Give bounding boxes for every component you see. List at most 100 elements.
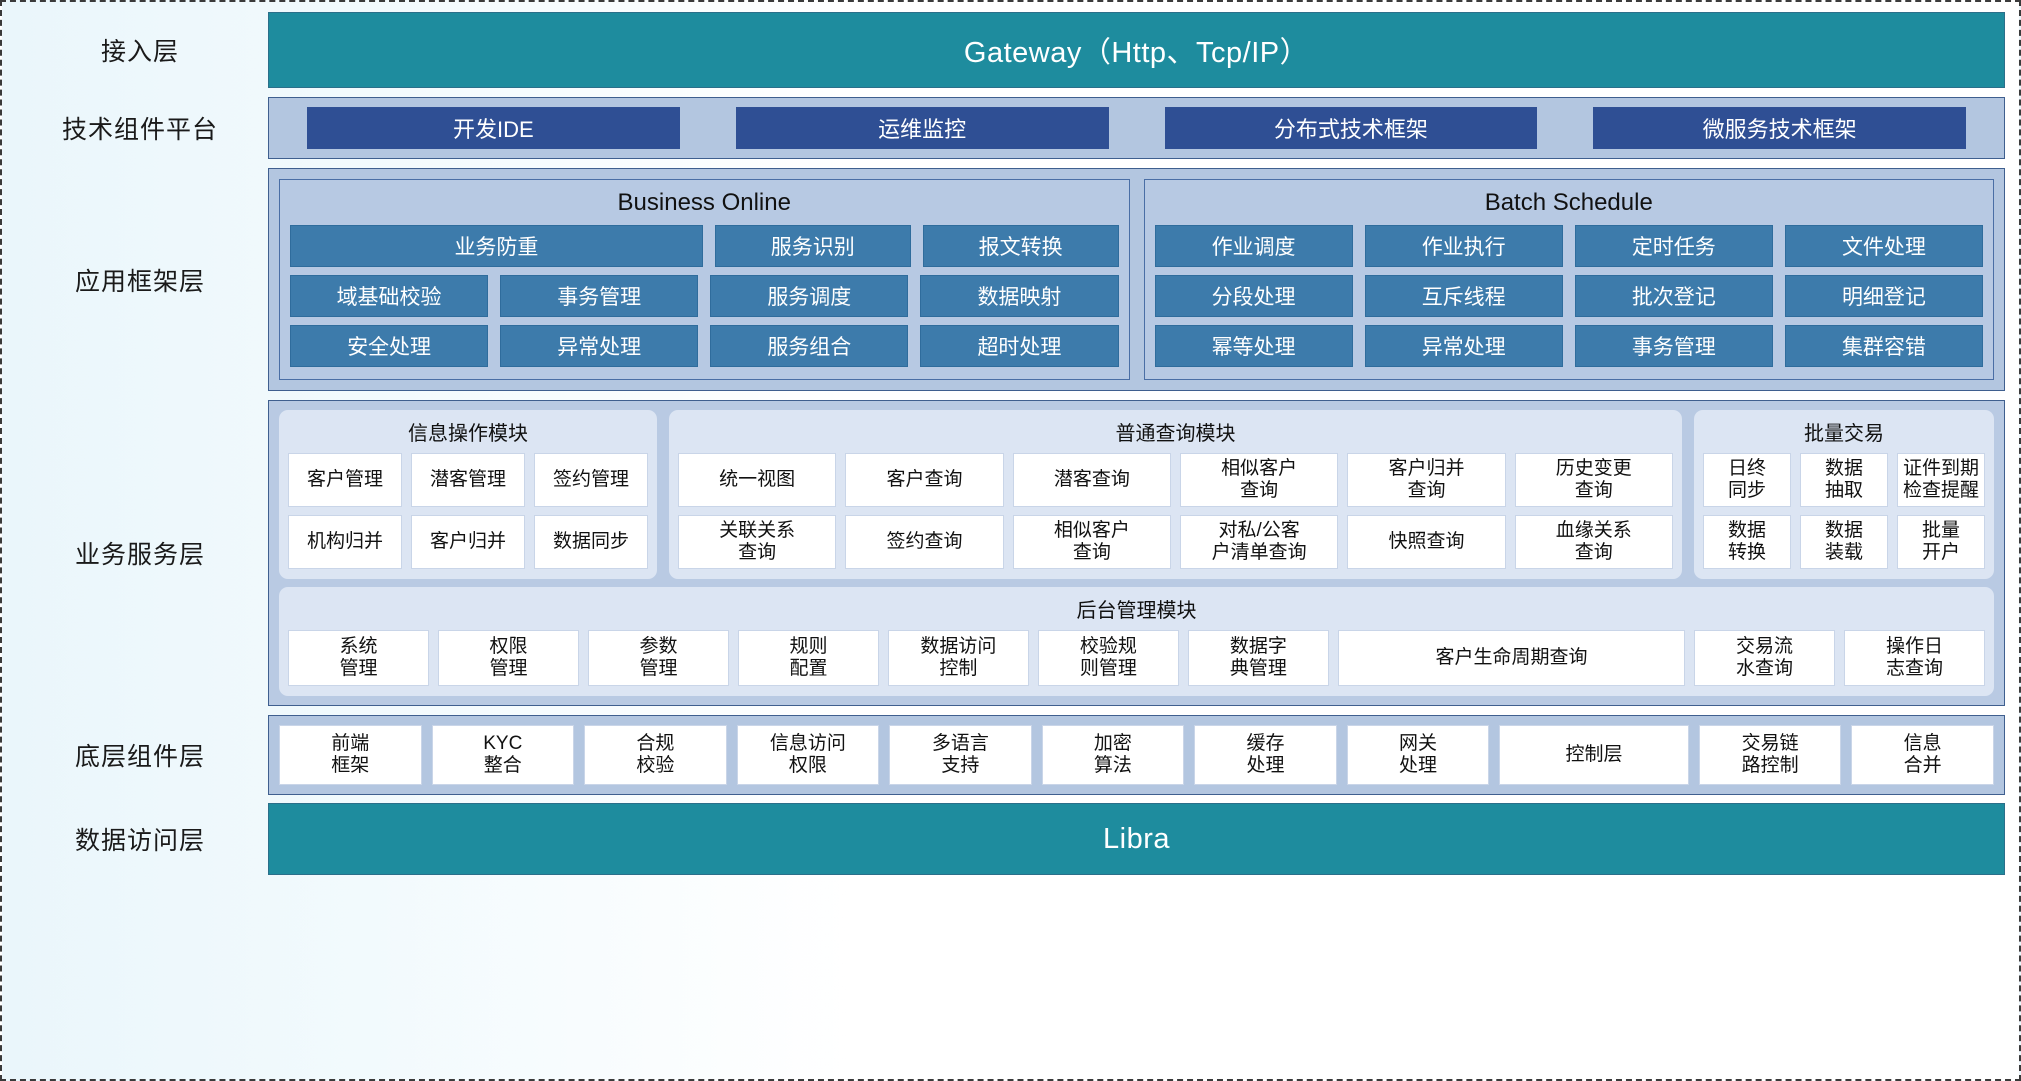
- box-customer-query[interactable]: 客户查询: [845, 453, 1004, 507]
- fw-chip-file-handling[interactable]: 文件处理: [1784, 225, 1983, 267]
- business-service-panel: 信息操作模块 客户管理 潜客管理 签约管理 机构归并 客户归并 数据同步: [268, 400, 2005, 706]
- fw-chip-business-dedup[interactable]: 业务防重: [290, 225, 703, 267]
- box-eod-sync[interactable]: 日终同步: [1703, 453, 1791, 507]
- box-data-transform[interactable]: 数据转换: [1703, 515, 1791, 569]
- box-snapshot-query[interactable]: 快照查询: [1347, 515, 1506, 569]
- fw-chip-cluster-fault-tolerance[interactable]: 集群容错: [1784, 325, 1983, 367]
- fw-chip-service-dispatch[interactable]: 服务调度: [710, 275, 909, 317]
- group-title-batch-schedule: Batch Schedule: [1484, 189, 1653, 216]
- layer-label-base-components: 底层组件层: [74, 743, 205, 771]
- app-framework-panel: Business Online 业务防重 服务识别 报文转换 域基础校验 事务管…: [268, 168, 2005, 391]
- box-system-mgmt[interactable]: 系统管理: [288, 630, 429, 686]
- box-transaction-chain-control[interactable]: 交易链路控制: [1698, 725, 1842, 785]
- fw-chip-data-mapping[interactable]: 数据映射: [920, 275, 1119, 317]
- box-multilanguage-support[interactable]: 多语言支持: [889, 725, 1032, 785]
- fw-chip-service-composition[interactable]: 服务组合: [710, 325, 909, 367]
- tech-chip-microservice[interactable]: 微服务技术框架: [1593, 107, 1966, 149]
- fw-chip-domain-validation[interactable]: 域基础校验: [290, 275, 489, 317]
- fw-chip-security-handling[interactable]: 安全处理: [290, 325, 489, 367]
- fw-chip-batch-transaction[interactable]: 事务管理: [1574, 325, 1773, 367]
- box-cache-handling[interactable]: 缓存处理: [1194, 725, 1337, 785]
- box-lineage-query[interactable]: 血缘关系查询: [1514, 515, 1673, 569]
- box-data-extract[interactable]: 数据抽取: [1800, 453, 1888, 507]
- box-data-dictionary-mgmt[interactable]: 数据字典管理: [1187, 630, 1329, 686]
- fw-chip-mutex-thread[interactable]: 互斥线程: [1364, 275, 1563, 317]
- tech-chip-ops-monitor[interactable]: 运维监控: [735, 107, 1109, 149]
- fw-chip-transaction-mgmt[interactable]: 事务管理: [500, 275, 699, 317]
- box-permission-mgmt[interactable]: 权限管理: [437, 630, 579, 686]
- box-data-access-control[interactable]: 数据访问控制: [887, 630, 1029, 686]
- box-data-load[interactable]: 数据装载: [1800, 515, 1888, 569]
- tech-chip-distributed[interactable]: 分布式技术框架: [1164, 107, 1538, 149]
- fw-chip-detail-registration[interactable]: 明细登记: [1784, 275, 1983, 317]
- box-customer-lifecycle-query[interactable]: 客户生命周期查询: [1337, 630, 1685, 686]
- box-operation-log-query[interactable]: 操作日志查询: [1843, 630, 1985, 686]
- box-contract-mgmt[interactable]: 签约管理: [534, 453, 648, 507]
- gateway-bar[interactable]: Gateway（Http、Tcp/IP）: [268, 12, 2005, 88]
- box-info-merge[interactable]: 信息合并: [1851, 725, 1994, 785]
- fw-chip-batch-registration[interactable]: 批次登记: [1574, 275, 1773, 317]
- module-row: 日终同步 数据抽取 证件到期检查提醒: [1703, 453, 1985, 507]
- box-transaction-flow-query[interactable]: 交易流水查询: [1694, 630, 1835, 686]
- box-org-merge[interactable]: 机构归并: [288, 515, 402, 569]
- box-parameter-mgmt[interactable]: 参数管理: [587, 630, 729, 686]
- box-customer-mgmt[interactable]: 客户管理: [288, 453, 402, 507]
- layer-label-business-service: 业务服务层: [74, 541, 205, 569]
- box-prospect-query[interactable]: 潜客查询: [1012, 453, 1171, 507]
- module-group-info-operation: 信息操作模块 客户管理 潜客管理 签约管理 机构归并 客户归并 数据同步: [279, 410, 657, 579]
- module-row: 关联关系查询 签约查询 相似客户查询 对私/公客户清单查询 快照查询 血缘关系查…: [678, 515, 1673, 569]
- box-relation-query[interactable]: 关联关系查询: [678, 515, 837, 569]
- box-id-expiry-reminder[interactable]: 证件到期检查提醒: [1897, 453, 1985, 507]
- box-gateway-handling[interactable]: 网关处理: [1346, 725, 1490, 785]
- fw-chip-segment-processing[interactable]: 分段处理: [1154, 275, 1353, 317]
- box-compliance-check[interactable]: 合规校验: [584, 725, 727, 785]
- box-frontend-framework[interactable]: 前端框架: [279, 725, 422, 785]
- box-info-access-permission[interactable]: 信息访问权限: [736, 725, 880, 785]
- box-rule-config[interactable]: 规则配置: [737, 630, 879, 686]
- fw-chip-batch-exception[interactable]: 异常处理: [1364, 325, 1563, 367]
- layer-access: 接入层 Gateway（Http、Tcp/IP）: [12, 12, 2005, 88]
- fw-chip-job-schedule[interactable]: 作业调度: [1154, 225, 1353, 267]
- box-prospect-mgmt[interactable]: 潜客管理: [411, 453, 525, 507]
- box-similar-customer-query[interactable]: 相似客户查询: [1179, 453, 1339, 507]
- framework-row: 安全处理 异常处理 服务组合 超时处理: [290, 325, 1119, 367]
- box-history-change-query[interactable]: 历史变更查询: [1514, 453, 1673, 507]
- fw-chip-exception-handling[interactable]: 异常处理: [500, 325, 699, 367]
- box-customer-merge-query[interactable]: 客户归并查询: [1347, 453, 1506, 507]
- layer-app-framework: 应用框架层 Business Online 业务防重 服务识别 报文转换 域基础…: [12, 168, 2005, 391]
- framework-group-business-online: Business Online 业务防重 服务识别 报文转换 域基础校验 事务管…: [279, 179, 1130, 380]
- box-retail-corporate-list-query[interactable]: 对私/公客户清单查询: [1179, 515, 1339, 569]
- layer-business-service: 业务服务层 信息操作模块 客户管理 潜客管理 签约管理: [12, 400, 2005, 706]
- framework-row: 幂等处理 异常处理 事务管理 集群容错: [1154, 325, 1983, 367]
- tech-platform-panel: 开发IDE 运维监控 分布式技术框架 微服务技术框架: [268, 97, 2005, 159]
- box-customer-merge[interactable]: 客户归并: [411, 515, 525, 569]
- fw-chip-job-execute[interactable]: 作业执行: [1364, 225, 1563, 267]
- box-unified-view[interactable]: 统一视图: [678, 453, 837, 507]
- framework-row: 业务防重 服务识别 报文转换: [290, 225, 1119, 267]
- module-row: 客户管理 潜客管理 签约管理: [288, 453, 648, 507]
- module-row: 系统管理 权限管理 参数管理 规则配置 数据访问控制 校验规则管理 数据字典管理…: [288, 630, 1985, 686]
- group-title-business-online: Business Online: [617, 189, 791, 216]
- fw-chip-service-identify[interactable]: 服务识别: [714, 225, 911, 267]
- box-data-sync[interactable]: 数据同步: [534, 515, 648, 569]
- box-batch-account-open[interactable]: 批量开户: [1897, 515, 1985, 569]
- fw-chip-idempotent-handling[interactable]: 幂等处理: [1154, 325, 1353, 367]
- fw-chip-message-transform[interactable]: 报文转换: [922, 225, 1119, 267]
- tech-chip-ide[interactable]: 开发IDE: [307, 107, 680, 149]
- box-validation-rule-mgmt[interactable]: 校验规则管理: [1037, 630, 1179, 686]
- libra-bar[interactable]: Libra: [268, 803, 2005, 875]
- box-contract-query[interactable]: 签约查询: [845, 515, 1004, 569]
- framework-row: 作业调度 作业执行 定时任务 文件处理: [1154, 225, 1983, 267]
- box-similar-customer-query-2[interactable]: 相似客户查询: [1012, 515, 1171, 569]
- box-control-layer[interactable]: 控制层: [1499, 725, 1689, 785]
- fw-chip-timeout-handling[interactable]: 超时处理: [920, 325, 1119, 367]
- module-row: 机构归并 客户归并 数据同步: [288, 515, 648, 569]
- module-title-backend-admin: 后台管理模块: [1076, 600, 1197, 622]
- layer-label-app-framework: 应用框架层: [74, 267, 205, 296]
- fw-chip-timed-task[interactable]: 定时任务: [1574, 225, 1773, 267]
- box-encryption-algorithm[interactable]: 加密算法: [1041, 725, 1185, 785]
